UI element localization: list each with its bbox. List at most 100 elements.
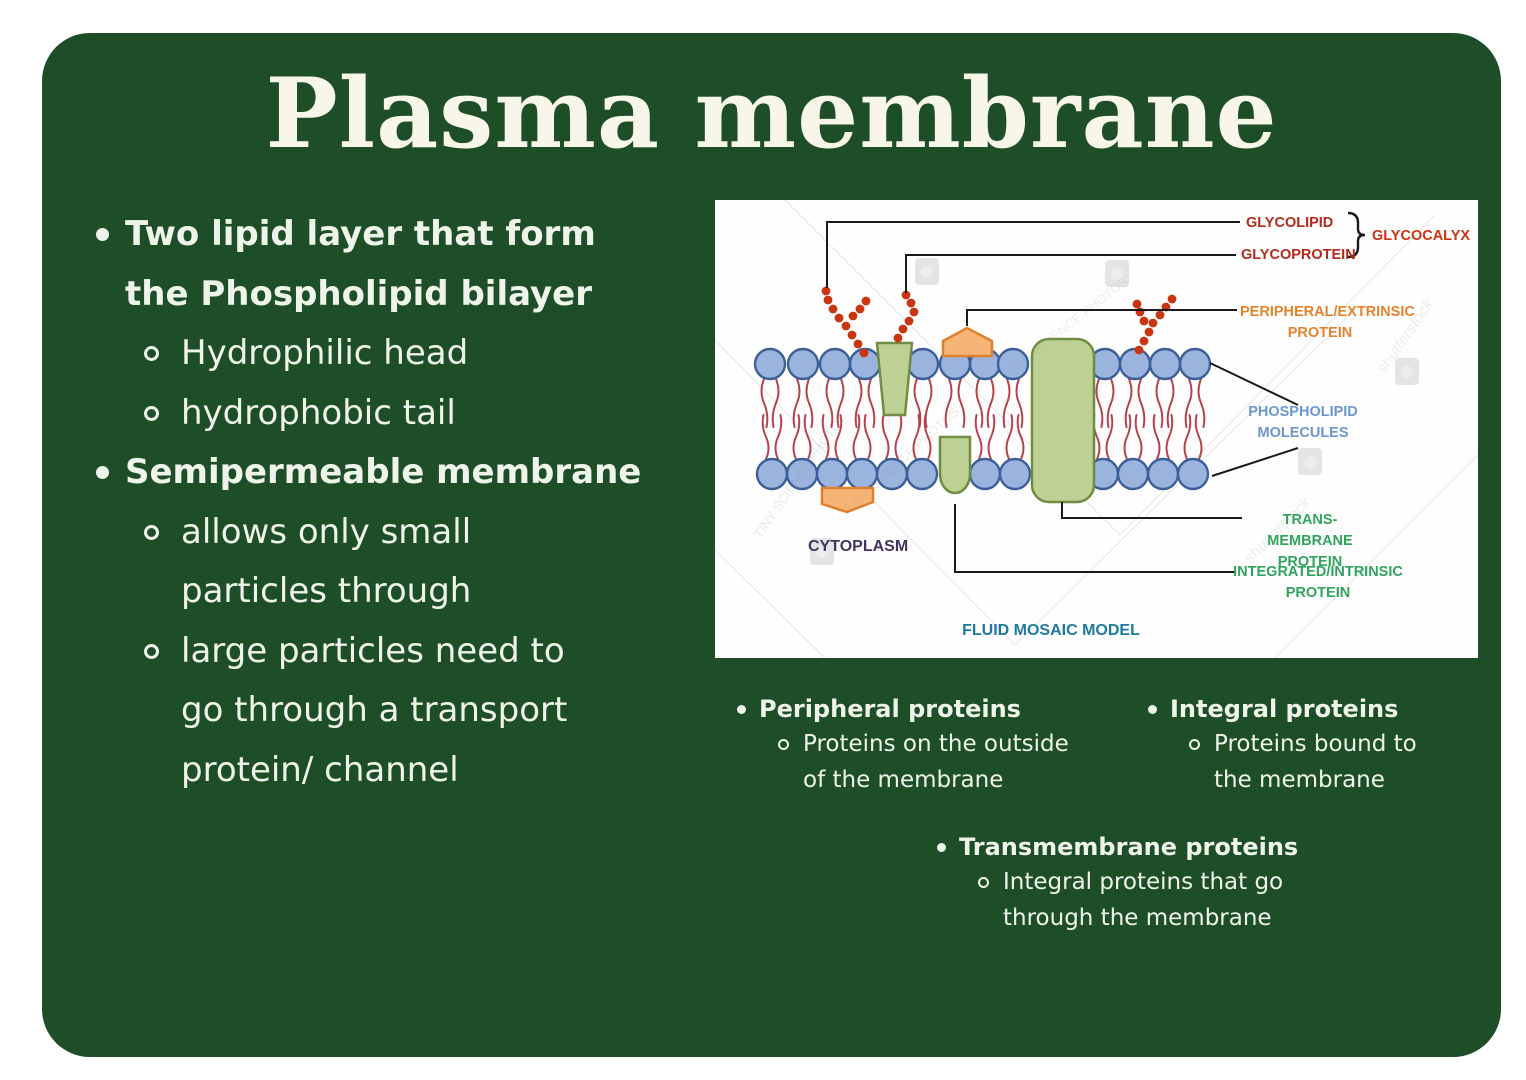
lipid-tail [957, 378, 966, 428]
glyco-bead [1135, 307, 1145, 317]
list-item-text: Hydrophilic head [181, 333, 469, 373]
integral-proteins-note: Integral proteins Proteins bound to the … [1148, 691, 1417, 798]
note-title-text: Integral proteins [1170, 695, 1399, 723]
note-desc: Integral proteins that go through the me… [937, 865, 1298, 936]
lipid-tail [1194, 414, 1203, 460]
lipid-tail [852, 414, 861, 460]
watermark-camera-lens [921, 266, 933, 278]
glyco-bead [859, 348, 869, 358]
list-item: Two lipid layer that form the Phospholip… [92, 205, 732, 324]
lipid-tail [867, 378, 876, 428]
phospholipid-head [1118, 347, 1152, 381]
membrane-figure [715, 200, 1478, 658]
figure-caption: FLUID MOSAIC MODEL [962, 622, 1140, 639]
lipid-tail [1197, 378, 1206, 428]
lipid-tail [803, 414, 812, 460]
watermark-camera-lens [816, 546, 828, 558]
lipid-tail [986, 378, 995, 428]
note-title: Integral proteins [1148, 691, 1417, 727]
lipid-tail [1155, 378, 1164, 428]
phospholipid-head [815, 457, 849, 491]
transmembrane-proteins-note: Transmembrane proteins Integral proteins… [937, 829, 1298, 936]
glyco-bead [1155, 310, 1165, 320]
integral-protein-shape [938, 435, 972, 495]
glyco-bead [828, 304, 838, 314]
lipid-tail [1105, 414, 1114, 460]
lipid-tail [912, 414, 921, 460]
page-title: Plasma membrane [265, 57, 1278, 170]
lipid-tail [1016, 414, 1025, 460]
integral-protein-shape [875, 341, 914, 417]
peripheral-protein-label: PERIPHERAL/EXTRINSIC PROTEIN [1240, 304, 1415, 341]
phospholipid-head [818, 347, 852, 381]
note-title: Peripheral proteins [737, 691, 1069, 727]
list-item-text: large particles need to go through a tra… [181, 630, 568, 790]
note-desc-text: Integral proteins that go through the me… [1003, 869, 1284, 931]
list-subitem: allows only small particles through [92, 503, 732, 622]
phospholipid-head [1176, 457, 1210, 491]
lipid-tail [825, 378, 834, 428]
note-title-text: Peripheral proteins [759, 695, 1021, 723]
lipid-tail [1165, 414, 1174, 460]
glyco-bead [1134, 345, 1144, 355]
bullet-dot-icon [96, 228, 109, 241]
lipid-tail [774, 414, 783, 460]
glyco-bead [821, 286, 831, 296]
glyco-bead [1167, 294, 1177, 304]
list-item-text: allows only small particles through [181, 511, 472, 612]
lipid-tail [944, 378, 953, 428]
list-item-text: Semipermeable membrane [125, 452, 642, 492]
lipid-tail [987, 414, 996, 460]
note-title: Transmembrane proteins [937, 829, 1298, 865]
bullet-ring-icon [144, 643, 159, 659]
glyco-bead [861, 296, 871, 306]
watermark-camera-lens [1401, 366, 1413, 378]
bullet-ring-icon [144, 524, 159, 540]
peripheral-protein-shape [941, 326, 994, 358]
peripheral-proteins-note: Peripheral proteins Proteins on the outs… [737, 691, 1069, 798]
lipid-tail [894, 414, 903, 460]
phospholipid-head [905, 457, 939, 491]
glyco-bead [847, 330, 857, 340]
phospholipid-head [1178, 347, 1212, 381]
transmembrane-protein-label: TRANS-MEMBRANE PROTEIN [1267, 512, 1353, 570]
bullet-ring-icon [978, 877, 989, 888]
bullet-dot-icon [937, 843, 946, 852]
note-title-text: Transmembrane proteins [959, 833, 1299, 861]
lipid-tail [913, 378, 922, 428]
glyco-bead [898, 324, 908, 334]
lipid-tail [975, 378, 984, 428]
phospholipid-head [786, 347, 820, 381]
bullet-ring-icon [144, 405, 159, 421]
lipid-tail [771, 378, 780, 428]
lipid-tail [1123, 414, 1132, 460]
glyco-bead [1139, 316, 1149, 326]
watermark-camera-lens [1111, 268, 1123, 280]
note-desc-text: Proteins on the outside of the membrane [803, 731, 1069, 793]
glyco-bead [901, 290, 911, 300]
lipid-tail [1184, 378, 1193, 428]
lipid-tail [836, 378, 845, 428]
glycolipid-label: GLYCOLIPID [1246, 215, 1334, 231]
lipid-tail [923, 414, 932, 460]
list-subitem: hydrophobic tail [92, 384, 732, 444]
bullet-dot-icon [737, 705, 746, 714]
phospholipid-head [998, 457, 1032, 491]
list-item: Semipermeable membrane [92, 443, 732, 503]
glyco-bead [823, 295, 833, 305]
glyco-bead [855, 304, 865, 314]
lipid-tail [1137, 378, 1146, 428]
list-subitem: large particles need to go through a tra… [92, 622, 732, 801]
glyco-bead [1148, 318, 1158, 328]
note-desc: Proteins on the outside of the membrane [737, 727, 1069, 798]
lipid-tail [1015, 378, 1024, 428]
phospholipid-head [1146, 457, 1180, 491]
lipid-tail [863, 414, 872, 460]
glyco-bead [904, 316, 914, 326]
lipid-tail [1152, 414, 1161, 460]
lipid-tail [761, 414, 770, 460]
phospholipid-head [968, 457, 1002, 491]
phospholipid-head [753, 347, 787, 381]
lipid-tail [834, 414, 843, 460]
note-desc: Proteins bound to the membrane [1148, 727, 1417, 798]
